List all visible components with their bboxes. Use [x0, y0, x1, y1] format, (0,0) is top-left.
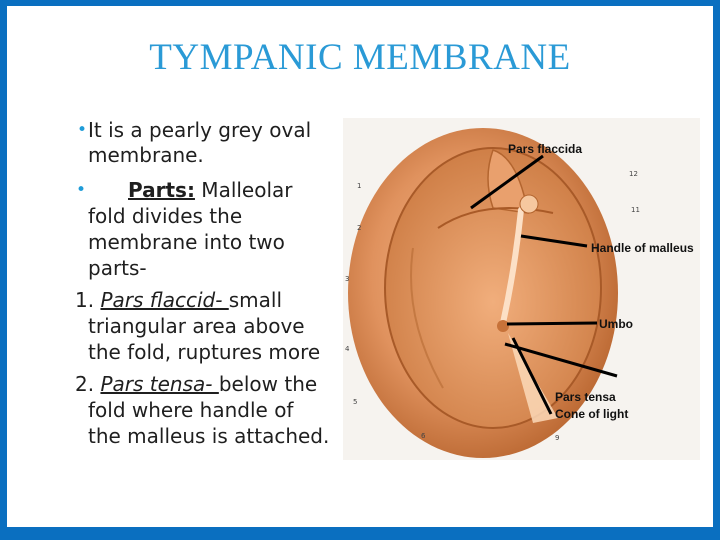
membrane-shadow: [410, 247, 444, 389]
malleus-handle: [500, 207, 524, 326]
pars-flaccid-term: Pars flaccid-: [100, 288, 229, 312]
small-annotations: 1 2 3 4 5 6 9 11 12: [345, 170, 640, 442]
bullet-2-line-1: Parts: Malleolar: [128, 178, 293, 202]
parts-label: Parts:: [128, 178, 195, 202]
list-item-1-line-2: triangular area above: [88, 314, 305, 338]
tympanic-membrane-figure: 1 2 3 4 5 6 9 11 12 Pars flaccida Handle…: [343, 118, 700, 460]
list-item-2-number: 2.: [75, 372, 101, 396]
annotation-5: 5: [353, 398, 357, 406]
bullet-marker: •: [77, 120, 88, 140]
list-item-1-line-3: the fold, ruptures more: [88, 340, 321, 364]
annotation-9: 9: [555, 434, 559, 442]
label-umbo: Umbo: [599, 317, 633, 331]
figure-labels: Pars flaccida Handle of malleus Umbo Par…: [508, 142, 694, 421]
list-item-2-line-2: fold where handle of: [88, 398, 294, 422]
label-cone-of-light: Cone of light: [555, 407, 628, 421]
pointer-umbo: [506, 321, 598, 326]
annotation-12: 12: [629, 170, 638, 178]
bullet-marker: •: [76, 180, 87, 200]
umbo-point: [497, 320, 509, 332]
bullet-1-line-2: membrane.: [88, 143, 204, 167]
annotation-6: 6: [421, 432, 426, 440]
list-item-1-line-1: 1. Pars flaccid- small: [75, 288, 282, 312]
list-item-1-text: small: [228, 288, 283, 312]
list-item-2-line-1: 2. Pars tensa- below the: [75, 372, 317, 396]
annotation-4: 4: [345, 345, 350, 353]
list-item-1-number: 1.: [75, 288, 101, 312]
pointer-cone-of-light: [511, 337, 553, 415]
bullet-2-line-4: parts-: [88, 256, 147, 280]
slide-title: TYMPANIC MEMBRANE: [149, 37, 571, 78]
list-item-2-text: below the: [218, 372, 318, 396]
bullet-2-line-3: membrane into two: [88, 230, 285, 254]
list-item-2-line-3: the malleus is attached.: [88, 424, 330, 448]
malleolar-prominence: [519, 194, 539, 214]
bullet-1-line-1: It is a pearly grey oval: [88, 118, 312, 142]
annotation-1: 1: [357, 182, 361, 190]
bullet-2-line-2: fold divides the: [88, 204, 243, 228]
malleolar-fold: [437, 207, 554, 229]
pointer-pars-tensa: [504, 342, 618, 378]
label-pars-flaccida: Pars flaccida: [508, 142, 582, 156]
label-handle-of-malleus: Handle of malleus: [591, 241, 694, 255]
annotation-2: 2: [357, 224, 361, 232]
label-pars-tensa: Pars tensa: [555, 390, 616, 404]
pars-tensa-term: Pars tensa-: [100, 372, 219, 396]
pointer-pars-flaccida: [470, 154, 544, 210]
membrane-disc: [384, 147, 602, 429]
pointer-handle-of-malleus: [520, 234, 588, 248]
parts-text: Malleolar: [194, 178, 293, 202]
annotation-3: 3: [345, 275, 349, 283]
annotation-11: 11: [631, 206, 640, 214]
pointer-lines: [470, 154, 618, 415]
